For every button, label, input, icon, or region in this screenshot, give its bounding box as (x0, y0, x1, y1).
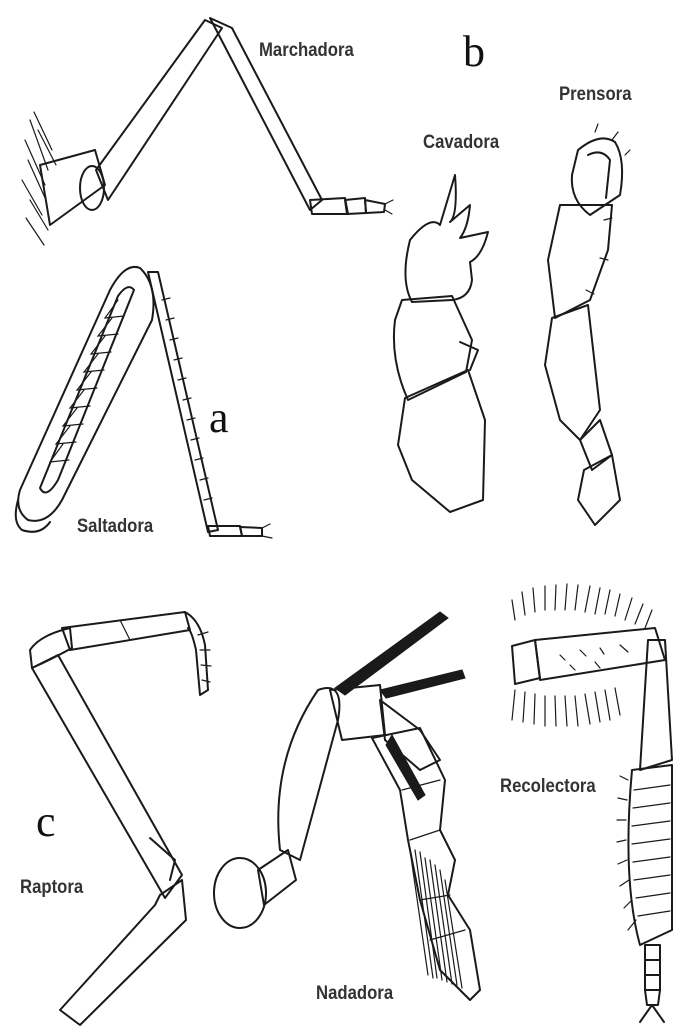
saltadora-leg-drawing (16, 267, 272, 538)
recolectora-leg-drawing (512, 584, 672, 1022)
label-nadadora: Nadadora (316, 983, 393, 1005)
section-letter-c: c (36, 800, 56, 844)
prensora-leg-drawing (545, 124, 630, 525)
cavadora-leg-drawing (394, 175, 488, 512)
label-prensora: Prensora (559, 84, 631, 106)
label-saltadora: Saltadora (77, 516, 153, 538)
label-cavadora: Cavadora (423, 132, 499, 154)
raptora-leg-drawing (30, 612, 211, 1025)
label-recolectora: Recolectora (500, 776, 596, 798)
section-letter-b: b (463, 30, 485, 74)
nadadora-leg-drawing (214, 612, 480, 1000)
label-marchadora: Marchadora (259, 40, 354, 62)
label-raptora: Raptora (20, 877, 83, 899)
section-letter-a: a (209, 396, 229, 440)
